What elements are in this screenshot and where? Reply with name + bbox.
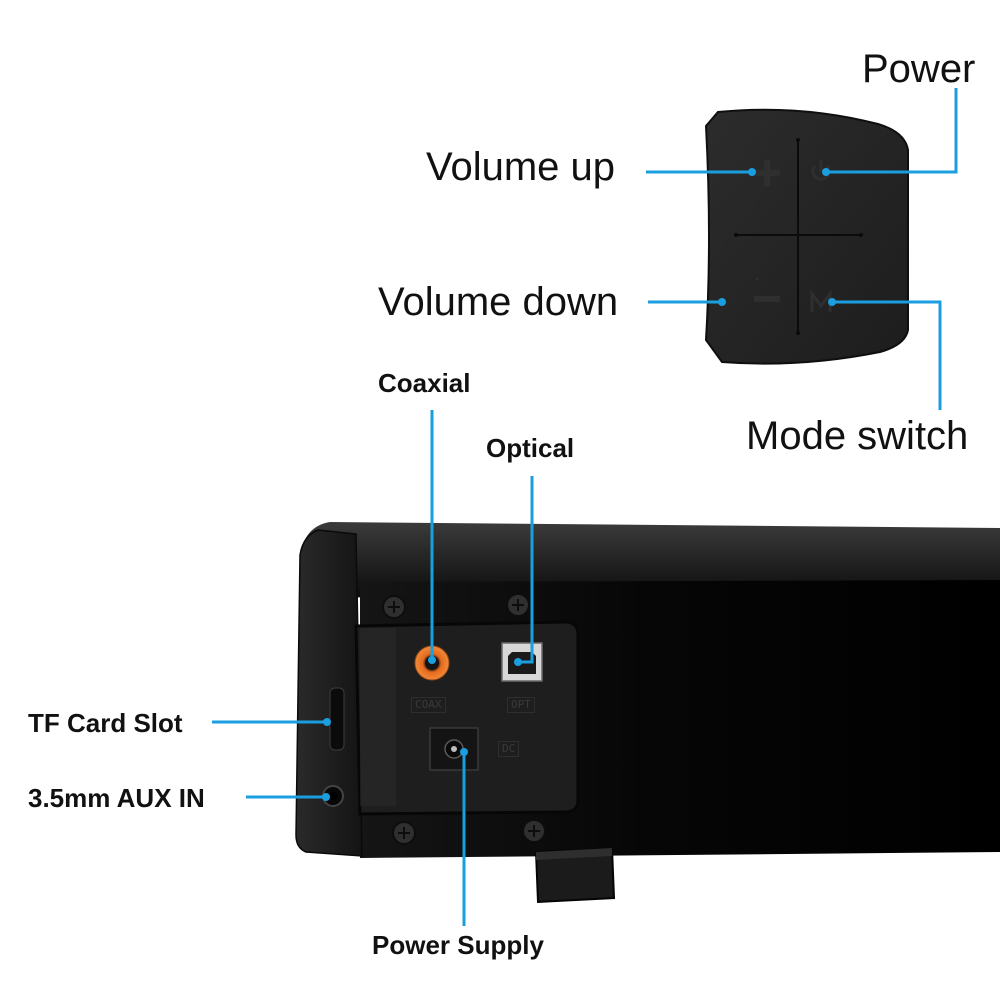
power-supply-label: Power Supply [372,930,544,960]
tf-card-slot [329,687,345,751]
plus-icon[interactable] [754,160,780,186]
port-label-coax: COAX [411,697,446,713]
screw [382,595,406,619]
port-label-dc: DC [498,741,520,757]
callout-line-mode-switch [832,300,942,410]
screw [392,821,416,845]
power-label: Power [862,47,976,91]
volume-up-label: Volume up [426,145,616,189]
soundbar-end-cap [295,529,363,857]
optical-label: Optical [486,433,575,463]
volume-down-label: Volume down [378,280,619,324]
callout-dots [322,168,836,801]
mode-switch-label: Mode switch [746,414,969,458]
aux-in-label: 3.5mm AUX IN [28,783,205,813]
dc-port [429,727,479,771]
tf-card-slot-label: TF Card Slot [28,708,183,738]
screw [506,593,530,617]
callout-line-optical [518,476,534,664]
coaxial-label: Coaxial [378,368,471,398]
screw [522,819,546,843]
soundbar-top [300,522,1000,598]
port-label-opt: OPT [507,697,535,713]
callout-lines [212,88,958,926]
soundbar [295,522,1000,904]
minus-icon[interactable] [754,296,780,302]
soundbar-foot [534,846,616,904]
optical-port [501,642,543,682]
control-panel [704,108,909,365]
callout-line-power [826,88,958,174]
